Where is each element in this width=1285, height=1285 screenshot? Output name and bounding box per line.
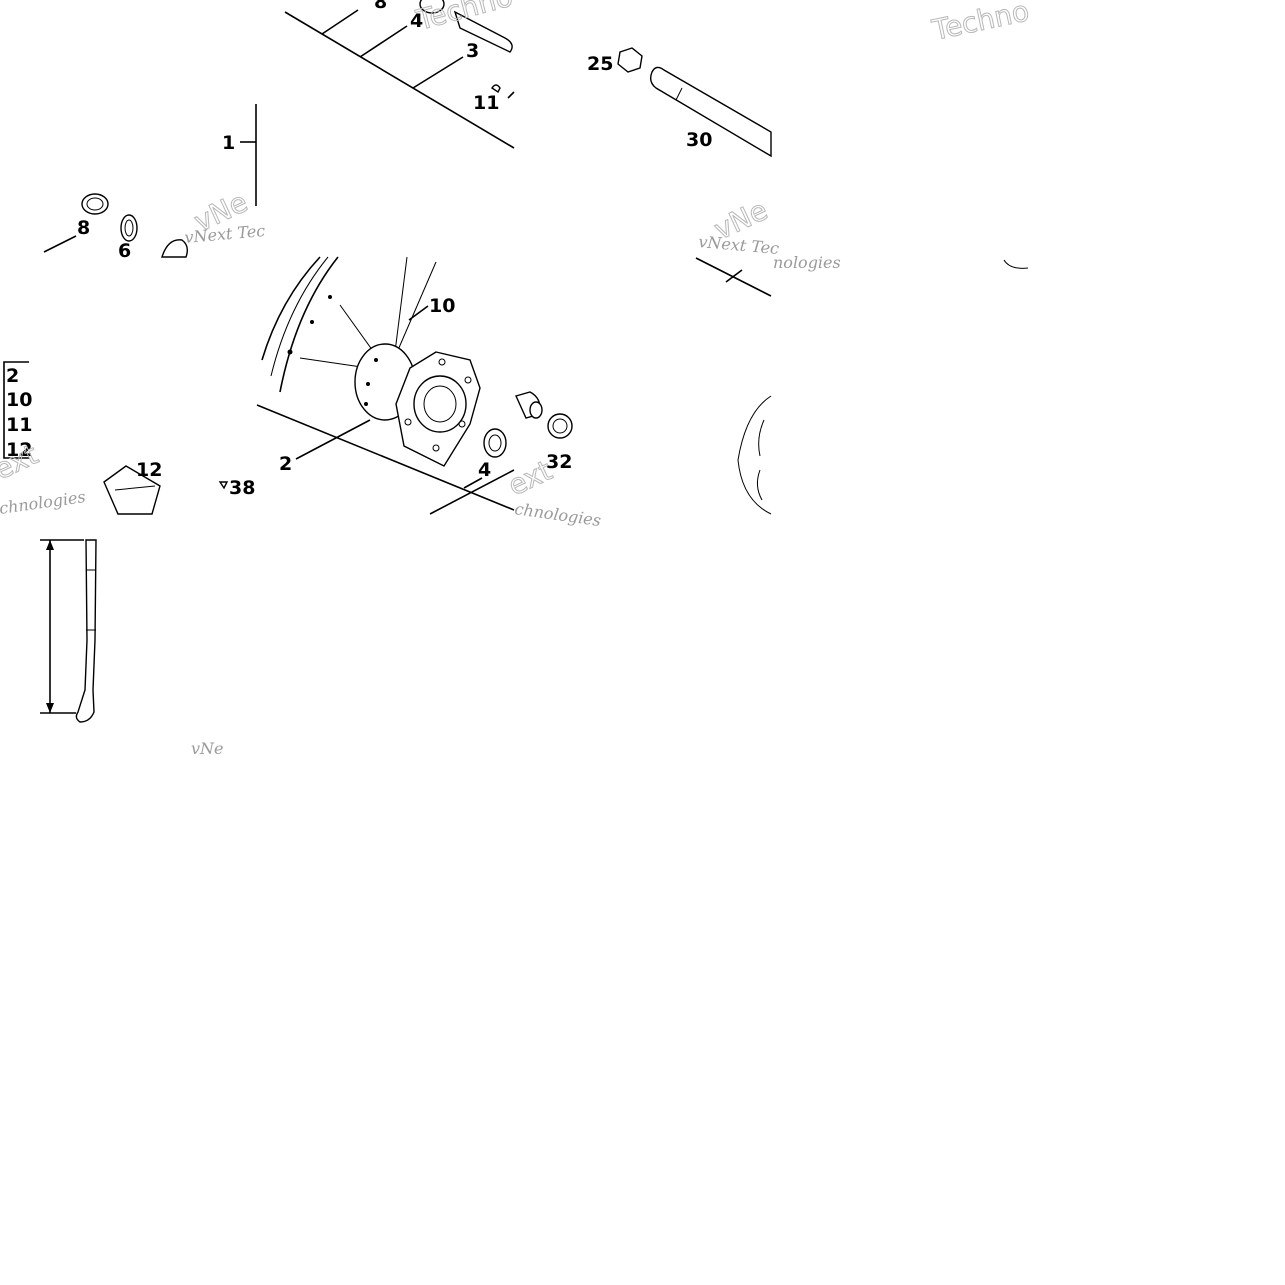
callout-8: 8 — [374, 0, 387, 13]
legend-bracket — [3, 361, 29, 459]
callout-38: 38 — [229, 477, 255, 499]
rim-hole — [328, 295, 332, 299]
small-part-38 — [218, 481, 229, 490]
axle-nut-part — [617, 47, 643, 73]
rim-hole — [310, 320, 314, 324]
callout-1: 1 — [222, 132, 235, 154]
bearing-part — [483, 428, 507, 458]
spoke-stub — [507, 91, 515, 99]
bearing-inner — [488, 434, 502, 452]
cap-part — [547, 413, 573, 439]
tile-spacer-cap: 32 chnologies ext — [503, 257, 772, 530]
legend-item: 2 — [6, 365, 19, 387]
tile-hub-assembly: 10 2 4 — [256, 256, 515, 515]
hub-body — [413, 375, 467, 433]
valve-part — [491, 84, 501, 94]
rim-strip-line — [114, 485, 156, 491]
rim-fragment — [1003, 259, 1029, 269]
rim-strip-part — [103, 465, 161, 515]
ground-line — [256, 404, 515, 511]
spacer-tube-part — [453, 10, 513, 53]
disc-slot — [758, 419, 765, 457]
axle-groove — [675, 87, 683, 101]
tile-bearing-seals: 1 8 6 vNext Tec vNe — [43, 104, 266, 262]
legend-item: 12 — [6, 439, 32, 461]
callout-11: 11 — [473, 92, 499, 114]
rim-hole — [287, 349, 293, 355]
bolt-hole — [464, 376, 472, 384]
bolt-hole — [404, 418, 412, 426]
callout-25: 25 — [587, 53, 613, 75]
leader-4 — [463, 477, 483, 489]
bearing-part — [419, 0, 445, 14]
seal-part — [161, 239, 189, 258]
brake-disc-fragment — [737, 395, 772, 515]
watermark-text: Techno — [412, 0, 516, 37]
spacer-collar-end — [529, 401, 543, 419]
tile-axle-spacer: 8 4 3 11 Techno — [284, 0, 517, 149]
seal-ring-inner — [86, 197, 104, 211]
callout-3: 3 — [466, 40, 479, 62]
disc-slot — [756, 469, 763, 501]
watermark-text: chnologies — [0, 487, 87, 518]
bearing-ring-part — [120, 214, 138, 242]
leader-4-top — [359, 25, 408, 58]
watermark-text: nologies — [773, 253, 841, 272]
tick-line — [725, 269, 743, 283]
arrow-down-icon — [46, 703, 54, 713]
spoke — [394, 256, 408, 353]
leader-8-top — [321, 9, 359, 35]
bolt-hole — [458, 420, 466, 428]
leader-3 — [412, 56, 464, 89]
rim-center-curve — [270, 256, 329, 377]
callout-30: 30 — [686, 129, 712, 151]
spoke-part — [75, 539, 97, 723]
tile-watermark: nologies Techno — [773, 0, 1032, 272]
callout-10: 10 — [429, 295, 455, 317]
ground-line-2 — [429, 469, 515, 515]
callout-2: 2 — [279, 453, 292, 475]
tile-axle-nut: 25 30 vNext Tec vNe — [587, 47, 780, 258]
callout-4-top: 4 — [410, 10, 423, 32]
flange-hole — [366, 382, 370, 386]
tile-spoke-measure: vNe — [40, 539, 224, 758]
flange-hole — [364, 402, 368, 406]
tile-legend: 2 10 11 12 12 38 chnologies ext — [0, 361, 255, 518]
leader-10 — [408, 305, 429, 321]
rim-outer-curve — [261, 256, 321, 361]
callout-8-left: 8 — [77, 217, 90, 239]
leader-8 — [43, 235, 77, 253]
watermark-text: chnologies — [513, 499, 602, 530]
callout-4: 4 — [478, 459, 491, 481]
cap-inner — [552, 418, 568, 434]
leader-2 — [295, 419, 371, 460]
callout-6: 6 — [118, 240, 131, 262]
legend-item: 11 — [6, 414, 32, 436]
hub-bore — [423, 385, 457, 423]
bolt-hole — [438, 358, 446, 366]
seal-ring-part — [81, 193, 109, 215]
bolt-hole — [432, 444, 440, 452]
ground-line — [284, 11, 515, 149]
spoke — [397, 261, 437, 351]
callout-32: 32 — [546, 451, 572, 473]
watermark-text: vNe — [191, 739, 224, 758]
rim-inner-curve — [279, 256, 339, 393]
legend-item: 10 — [6, 389, 32, 411]
callout-12: 12 — [136, 459, 162, 481]
flange-hole — [374, 358, 378, 362]
watermark-text: Techno — [929, 0, 1032, 47]
bearing-ring-inner — [124, 219, 134, 237]
arrow-up-icon — [46, 540, 54, 550]
